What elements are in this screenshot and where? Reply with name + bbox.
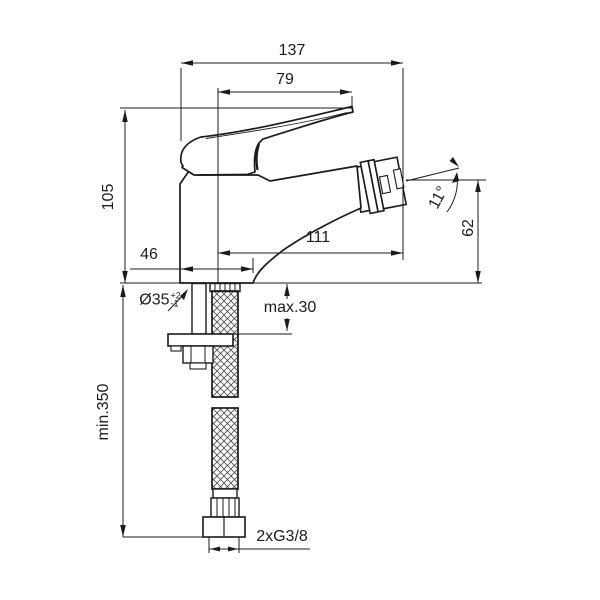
dimension-arrowheads bbox=[120, 60, 481, 552]
dim-base-width-label: 46 bbox=[140, 246, 158, 263]
dim-hole-diameter-label: Ø35+2-1 bbox=[139, 290, 181, 309]
hole-tolerance-stack: +2-1 bbox=[170, 290, 181, 309]
faucet-body-outline bbox=[179, 165, 362, 284]
dim-connection-thread-label: 2xG3/8 bbox=[256, 528, 308, 545]
mounting-flange bbox=[167, 333, 234, 347]
dim-outlet-height-label: 62 bbox=[460, 219, 477, 237]
dim-body-height-label: 105 bbox=[100, 183, 117, 211]
hole-diameter-value: Ø35 bbox=[139, 291, 170, 309]
lever-handle bbox=[179, 105, 354, 176]
hole-tolerance-minus: -1 bbox=[170, 298, 179, 309]
dim-handle-length-label: 79 bbox=[276, 71, 294, 88]
hose-braid-lower bbox=[211, 407, 239, 490]
dim-overall-length-label: 137 bbox=[278, 42, 306, 59]
dim-min-hose-length-label: min.350 bbox=[95, 383, 112, 441]
lever-pivot-shadow bbox=[255, 143, 261, 171]
fixing-nut bbox=[182, 345, 214, 364]
supply-hose bbox=[202, 282, 246, 538]
dim-spout-reach-label: 111 bbox=[305, 229, 331, 246]
hole-tolerance-plus: +2 bbox=[170, 290, 181, 301]
mounting-hardware bbox=[167, 282, 234, 370]
dimension-lines bbox=[120, 62, 486, 553]
dim-max-deck-thickness-label: max.30 bbox=[263, 299, 317, 316]
aerator-assembly bbox=[351, 156, 408, 215]
lever-highlight-line bbox=[205, 112, 348, 139]
